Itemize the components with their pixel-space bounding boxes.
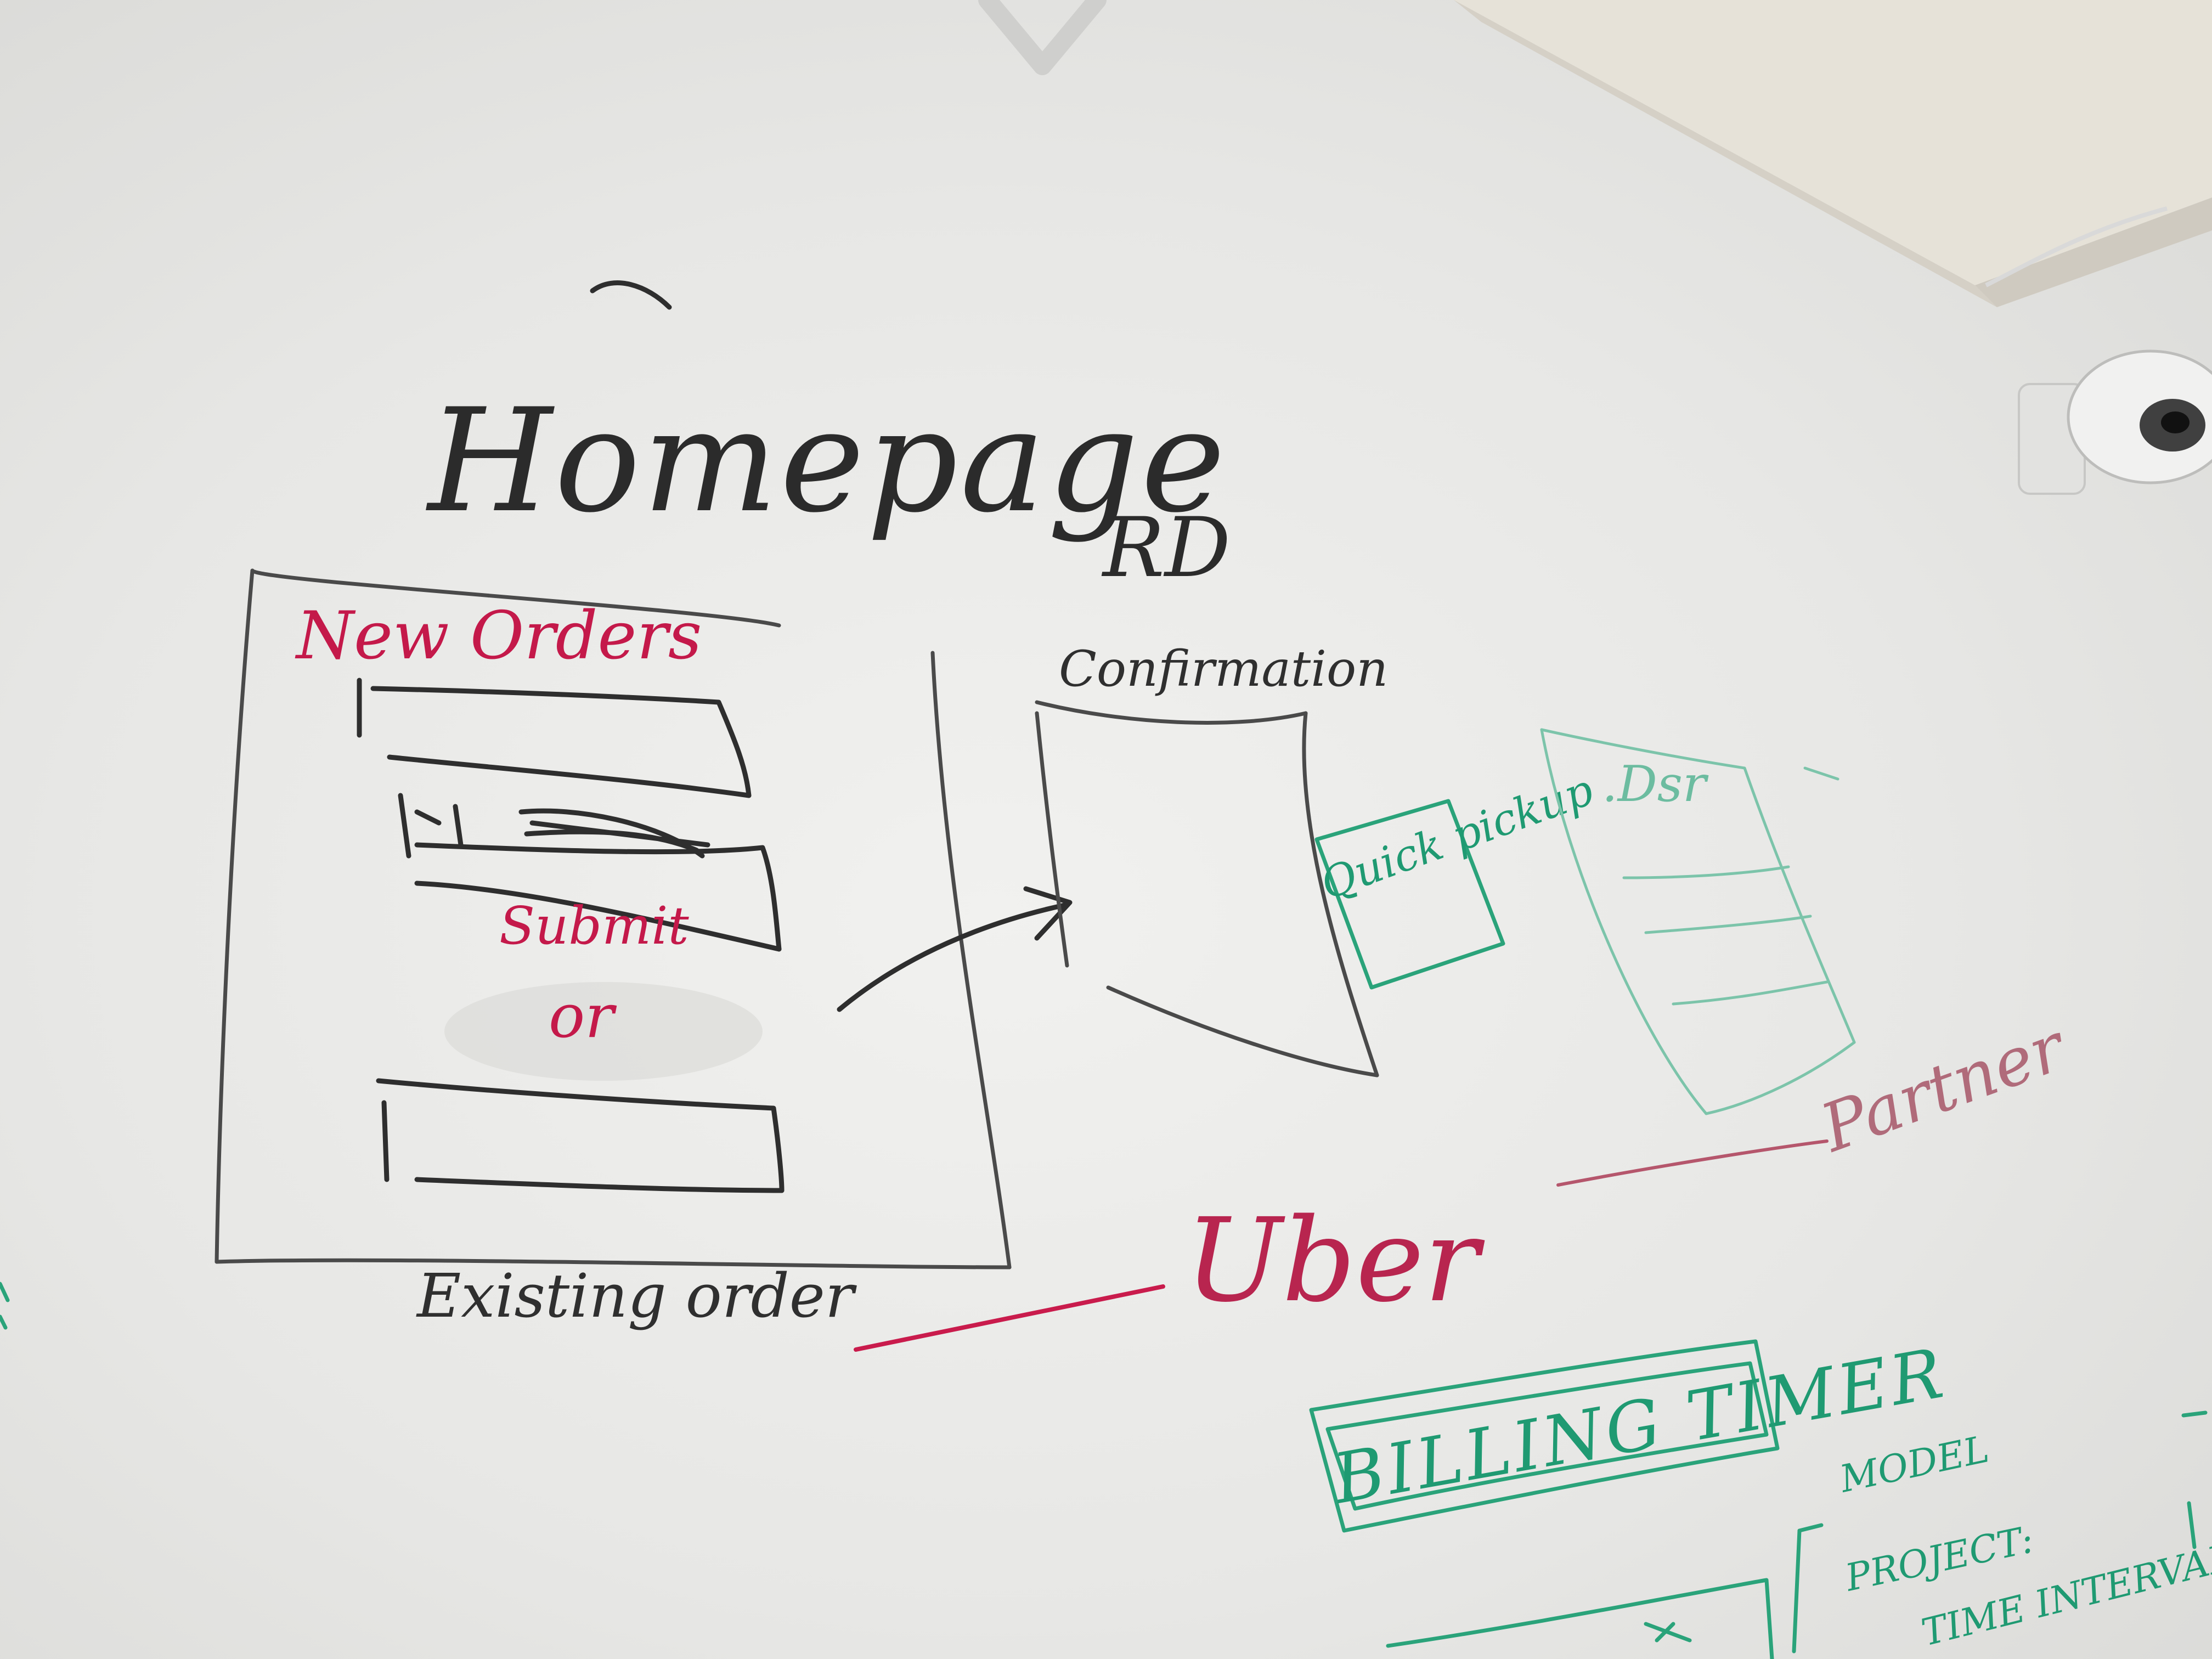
arrow-icon xyxy=(837,902,1067,1012)
homepage-wireframe: Homepage RD New Orders Submit or Existin… xyxy=(215,280,1231,1331)
submit-label: Submit xyxy=(499,896,690,956)
confirmation-label: Confirmation xyxy=(1059,640,1388,698)
or-label: or xyxy=(549,981,617,1051)
security-camera-icon xyxy=(2018,349,2212,495)
edge-mark xyxy=(0,1282,10,1330)
homepage-title: Homepage xyxy=(426,379,1228,544)
project-label: PROJECT: xyxy=(1841,1518,2037,1600)
uber-label: Uber xyxy=(1185,1193,1485,1328)
dsr-label: .Dsr xyxy=(1602,755,1709,813)
quick-pickup-label: Quick pickup xyxy=(1314,765,1600,910)
new-orders-label: New Orders xyxy=(295,598,702,674)
confirmation-wireframe: Confirmation Quick pickup xyxy=(1035,640,1600,1077)
partner-wireframe: .Dsr xyxy=(1540,728,1856,1115)
rd-label: RD xyxy=(1101,500,1231,596)
uber-partner-lines: Uber Partner xyxy=(854,1008,2078,1352)
ceiling-corner xyxy=(978,0,2212,307)
existing-order-label: Existing order xyxy=(416,1261,857,1331)
model-label: MODEL xyxy=(1835,1427,1993,1502)
billing-timer-section: BILLING TIMER MODEL PROJECT: TIME INTERV… xyxy=(1309,1334,2212,1659)
